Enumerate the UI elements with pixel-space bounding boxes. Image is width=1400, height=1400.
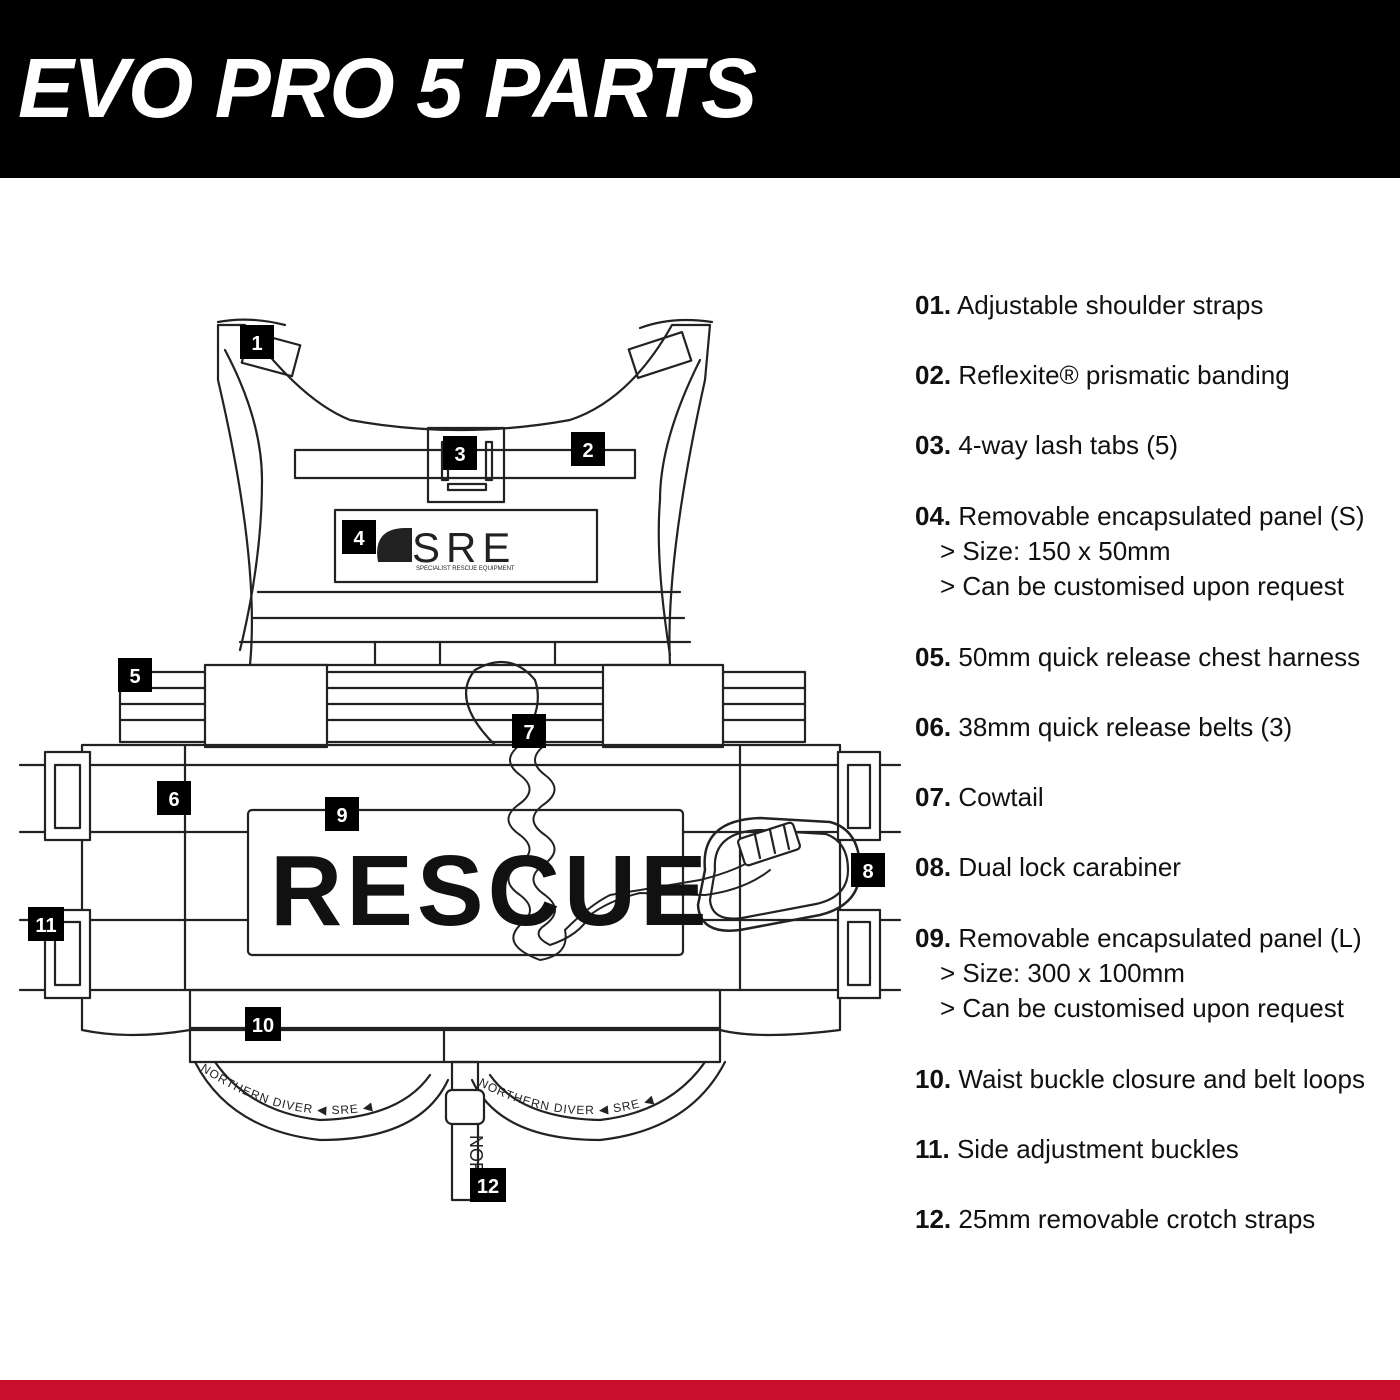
svg-text:11: 11 [35,915,56,937]
marker-1: 1 [240,325,274,359]
panel-small-logo: SRE [412,524,516,571]
footer-accent-bar [0,1380,1400,1400]
marker-5: 5 [118,658,152,692]
part-subline: > Size: 150 x 50mm [940,536,1171,566]
svg-text:7: 7 [523,722,534,744]
crotch-strap [450,1060,480,1202]
side-buckle-inner [53,763,82,830]
carabiner-lock-ridge [753,833,762,860]
side-buckle-inner [846,920,872,987]
shoulder-strap-left-outline [223,348,264,652]
part-item-03: 03. 4-way lash tabs (5) [915,430,1179,460]
harness-buckle-left [203,663,329,749]
part-item-01: 01. Adjustable shoulder straps [915,290,1264,320]
marker-11: 11 [28,907,64,941]
svg-text:4: 4 [353,528,365,550]
sre-logo-icon [377,528,412,562]
vest-body-outline [216,323,712,667]
svg-text:8: 8 [862,861,873,883]
side-buckle-left-top [43,750,92,842]
part-item-11: 11. Side adjustment buckles [915,1134,1239,1164]
svg-text:10: 10 [252,1015,274,1037]
harness-buckle-right [601,663,725,749]
side-buckle-right-top [836,750,882,842]
marker-12: 12 [470,1168,506,1202]
svg-text:NORTHERN DIVER ◀ SRE ◀: NORTHERN DIVER ◀ SRE ◀ [198,1061,374,1117]
lash-tab-slot-bottom [446,482,488,492]
svg-text:3: 3 [454,444,465,466]
part-item-05: 05. 50mm quick release chest harness [915,642,1361,672]
cowtail-coil-edge [532,744,771,946]
part-item-09: 09. Removable encapsulated panel (L) > S… [915,921,1400,1026]
marker-2: 2 [571,432,605,466]
shoulder-top-right [638,318,714,330]
svg-text:5: 5 [129,666,140,688]
crotch-buckle [444,1088,486,1126]
leg-loop-left [193,1060,450,1142]
part-subline: > Can be customised upon request [940,571,1344,601]
belt-print-right: NORTHERN DIVER ◀ SRE ◀ [477,1075,655,1117]
carabiner-lock-ridge [782,824,791,851]
part-item-10: 10. Waist buckle closure and belt loops [915,1064,1365,1094]
marker-7: 7 [512,714,546,748]
leg-loop-left-inner [213,1060,432,1122]
cowtail-loop [465,660,539,747]
part-subline: > Size: 300 x 100mm [940,958,1185,988]
svg-text:9: 9 [336,805,347,827]
cowtail-coil [507,744,761,961]
shoulder-strap-right-outline [657,358,702,657]
carabiner-lock [737,821,801,867]
side-buckle-inner [846,763,872,830]
part-item-02: 02. Reflexite® prismatic banding [915,360,1290,390]
lash-tab [426,426,506,504]
part-item-07: 07. Cowtail [915,782,1044,812]
shoulder-top-left [216,318,287,327]
lash-tab-slot-right [484,440,494,482]
leg-loop-right-inner [488,1060,707,1122]
panel-small [333,508,599,584]
belt-print-left: NORTHERN DIVER ◀ SRE ◀ [198,1061,373,1117]
svg-text:1: 1 [251,333,262,355]
header-bar: EVO PRO 5 PARTS [0,0,1400,178]
svg-text:2: 2 [582,440,593,462]
marker-6: 6 [157,781,191,815]
part-item-04: 04. Removable encapsulated panel (S) > S… [915,499,1400,604]
shoulder-buckle-right [627,330,693,380]
svg-text:6: 6 [168,789,179,811]
markers: 1 2 3 4 5 6 7 8 9 10 11 12 [28,325,885,1202]
marker-9: 9 [325,797,359,831]
part-subline: > Can be customised upon request [940,993,1344,1023]
svg-text:12: 12 [477,1176,499,1198]
svg-text:NORTHERN DIVER ◀ SRE ◀: NORTHERN DIVER ◀ SRE ◀ [477,1075,656,1117]
panel-small-tagline: SPECIALIST RESCUE EQUIPMENT [416,566,515,572]
chest-harness [118,670,807,744]
page-title: EVO PRO 5 PARTS [18,41,757,135]
marker-8: 8 [851,853,885,887]
marker-4: 4 [342,520,376,554]
carabiner-inner [708,828,850,920]
marker-10: 10 [245,1007,281,1041]
part-item-08: 08. Dual lock carabiner [915,852,1181,882]
side-buckle-right-bottom [836,908,882,1000]
part-item-12: 12. 25mm removable crotch straps [915,1204,1316,1234]
leg-loop-right [470,1060,727,1142]
side-buckle-inner [53,920,82,987]
carabiner-lock-ridge [768,828,777,855]
marker-3: 3 [443,436,477,470]
panel-large-text: RESCUE [270,835,711,947]
part-item-06: 06. 38mm quick release belts (3) [915,712,1293,742]
